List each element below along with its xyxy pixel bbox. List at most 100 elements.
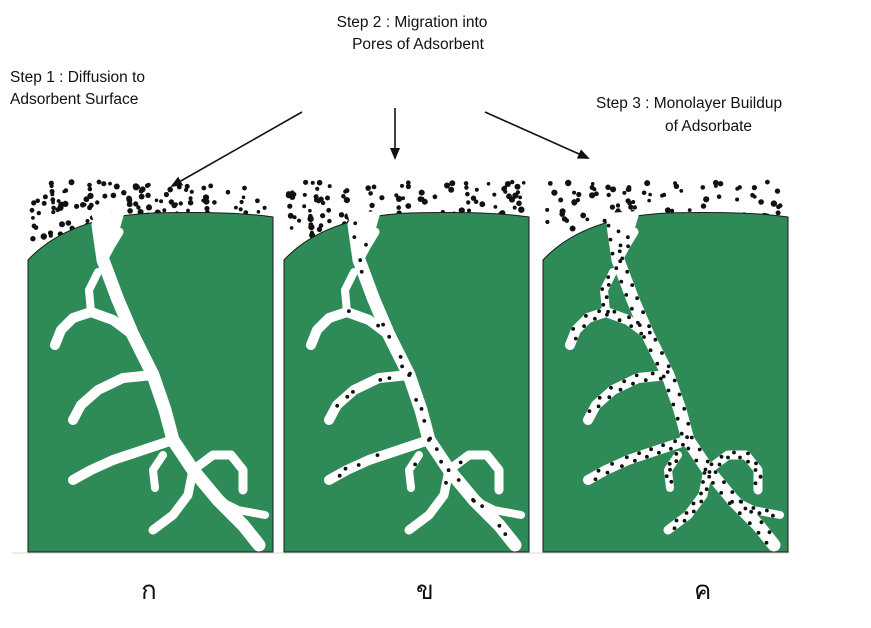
adsorbate-molecule [83, 203, 87, 207]
adsorbate-molecule [84, 197, 89, 202]
adsorbate-molecule [711, 481, 715, 485]
adsorbate-molecule [644, 378, 648, 382]
adsorbate-molecule [768, 530, 772, 534]
adsorbate-molecule [31, 200, 36, 205]
adsorbate-molecule [705, 487, 709, 491]
adsorbate-molecule [487, 182, 491, 186]
adsorbate-molecule [302, 204, 306, 208]
adsorbate-molecule [685, 511, 689, 515]
adsorbate-molecule [633, 459, 637, 463]
adsorbate-molecule [464, 181, 469, 186]
adsorbate-molecule [651, 372, 655, 376]
adsorbate-molecule [670, 209, 674, 213]
adsorbate-molecule [344, 188, 349, 193]
adsorbate-molecule [714, 184, 718, 188]
adsorbate-molecule [345, 395, 349, 399]
adsorbate-molecule [627, 315, 631, 319]
adsorbate-molecule [506, 193, 512, 199]
adsorbate-molecule [57, 199, 61, 203]
adsorbate-molecule [95, 200, 99, 204]
adsorbate-molecule [765, 509, 769, 513]
adsorbate-molecule [570, 226, 576, 232]
adsorbate-molecule [184, 188, 188, 192]
adsorbate-molecule [208, 184, 213, 189]
step3-arrow [485, 112, 588, 158]
adsorbate-molecule [686, 422, 690, 426]
adsorbate-molecule [326, 208, 331, 213]
adsorbate-molecule [771, 514, 775, 518]
adsorbate-molecule [475, 188, 479, 192]
adsorbate-molecule [686, 447, 690, 451]
adsorbate-molecule [263, 206, 267, 210]
adsorbate-molecule [750, 193, 755, 198]
adsorbate-molecule [594, 477, 598, 481]
adsorbate-molecule [585, 218, 589, 222]
adsorbate-molecule [714, 470, 718, 474]
adsorbate-molecule [678, 393, 682, 397]
adsorbate-molecule [605, 185, 611, 191]
adsorbate-molecule [515, 184, 521, 190]
adsorbate-molecule [628, 205, 633, 210]
adsorbate-molecule [303, 180, 308, 185]
adsorbate-molecule [597, 469, 601, 473]
adsorbate-molecule [659, 377, 663, 381]
adsorbate-molecule [726, 456, 730, 460]
adsorbate-molecule [654, 338, 658, 342]
adsorbate-molecule [699, 500, 703, 504]
adsorbate-molecule [680, 432, 684, 436]
adsorbate-molecule [642, 191, 647, 196]
adsorbate-molecule [704, 468, 708, 472]
adsorbate-molecule [645, 455, 649, 459]
panel-marker-1: ก [141, 578, 157, 604]
adsorbate-molecule [748, 521, 752, 525]
adsorbate-molecule [619, 244, 623, 248]
adsorbate-molecule [630, 307, 634, 311]
adsorbate-molecule [433, 194, 438, 199]
adsorbate-molecule [746, 460, 750, 464]
adsorbate-molecule [545, 220, 549, 224]
adsorbate-molecule [34, 225, 39, 230]
adsorbate-molecule [739, 500, 743, 504]
adsorbate-molecule [584, 314, 588, 318]
adsorbate-molecule [169, 199, 174, 204]
adsorbate-molecule [64, 188, 69, 193]
adsorbate-molecule [775, 188, 780, 193]
adsorbate-molecule [607, 224, 611, 228]
adsorbate-molecule [665, 474, 669, 478]
adsorbate-molecule [89, 203, 94, 208]
adsorbate-molecule [43, 194, 48, 199]
adsorbate-molecule [297, 219, 301, 223]
adsorbate-molecule [399, 355, 403, 359]
adsorbate-molecule [466, 200, 470, 204]
adsorbate-molecule [718, 181, 723, 186]
adsorbate-molecule [701, 480, 705, 484]
adsorbate-molecule [722, 480, 726, 484]
adsorbate-molecule [74, 204, 79, 209]
adsorbate-molecule [582, 324, 586, 328]
adsorbate-molecule [622, 379, 626, 383]
adsorbate-molecule [111, 193, 117, 199]
adsorbate-molecule [631, 382, 635, 386]
step1-label-line2: Adsorbent Surface [10, 91, 138, 108]
adsorbate-molecule [55, 207, 60, 212]
adsorbate-molecule [631, 200, 635, 204]
adsorbate-molecule [407, 373, 411, 377]
adsorbate-molecule [754, 462, 758, 466]
adsorbate-molecule [108, 182, 112, 186]
adsorbate-molecule [97, 180, 102, 185]
adsorbate-molecule [505, 181, 511, 187]
adsorbate-molecule [133, 183, 139, 189]
adsorbate-molecule [671, 403, 675, 407]
adsorbate-molecule [51, 210, 55, 214]
adsorbate-molecule [660, 351, 664, 355]
adsorbate-molecule [121, 190, 126, 195]
adsorbate-molecule [776, 210, 781, 215]
adsorbate-molecule [512, 193, 518, 199]
adsorbate-molecule [159, 199, 163, 203]
step1-arrow [172, 112, 302, 186]
adsorbate-molecule [688, 208, 692, 212]
adsorbate-molecule [69, 179, 75, 185]
adsorbate-molecule [571, 327, 575, 331]
adsorbate-molecule [498, 524, 502, 528]
adsorbate-molecule [676, 417, 680, 421]
